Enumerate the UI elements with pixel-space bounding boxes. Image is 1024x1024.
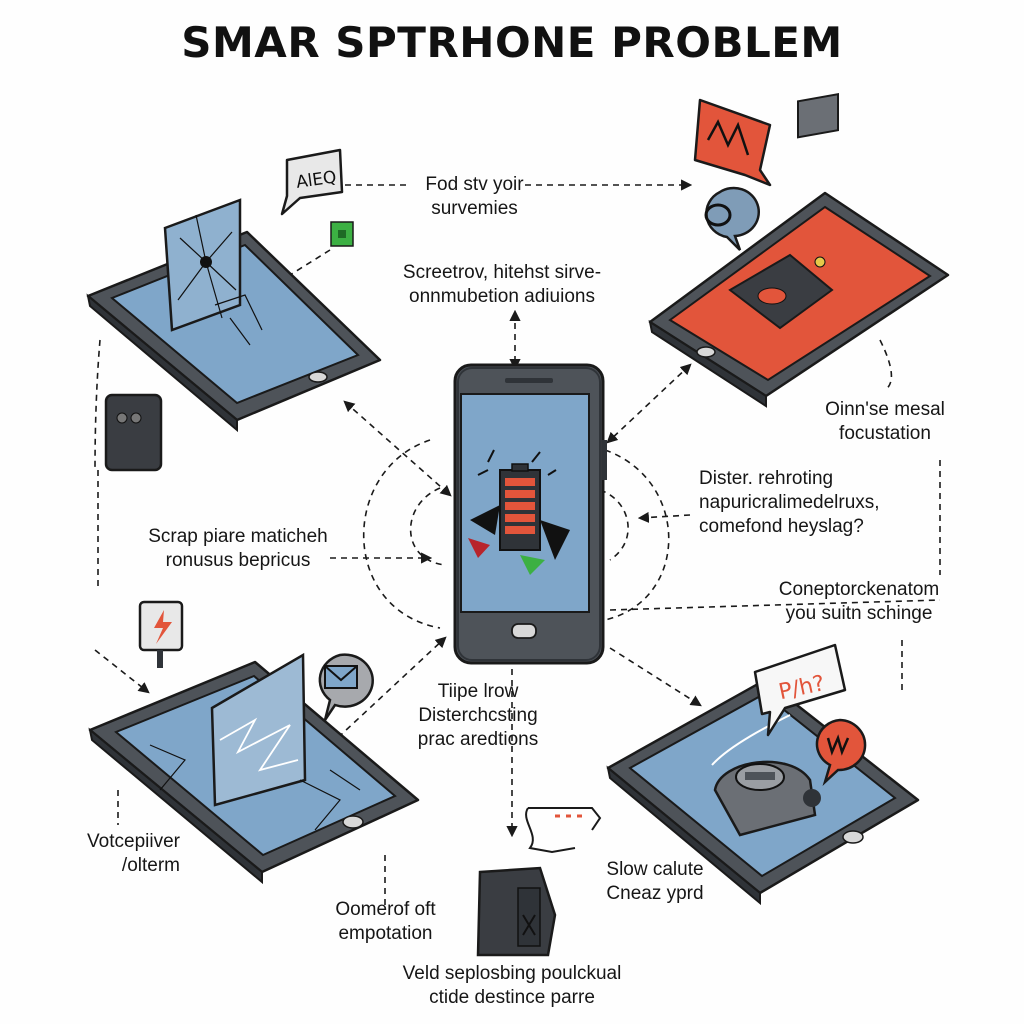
label-line: prac aredtions xyxy=(417,729,539,750)
mail-bubble-icon xyxy=(318,653,374,721)
warning-bubble-icon xyxy=(815,718,867,786)
connector-right-bend xyxy=(879,339,893,391)
label-line: Fod stv yoir xyxy=(425,174,524,195)
label-line: comefond heyslag? xyxy=(699,516,864,537)
phone-center xyxy=(453,363,607,665)
label-line: Coneptorckenatom xyxy=(778,579,940,600)
connector-left-vertical xyxy=(94,339,101,471)
label-line: Dister. rehroting xyxy=(699,468,834,489)
connector-top-right-phone xyxy=(606,363,692,444)
connector-arc-left-outer xyxy=(362,439,441,629)
label-line: Scrap piare maticheh xyxy=(148,526,328,547)
label-line: Screetrov, hitehst sirve- xyxy=(402,262,602,283)
connector-bottom-right-phone xyxy=(609,647,702,707)
label-upper-center: Screetrov, hitehst sirve- onnmubetion ad… xyxy=(372,261,632,309)
question-bubble-icon: P/h? xyxy=(753,643,847,737)
squiggle-wire-icon xyxy=(525,807,602,854)
label-line: Veld seplosbing poulckual xyxy=(402,963,622,984)
label-line: Votcepiiver xyxy=(87,831,180,852)
green-cube-icon xyxy=(330,221,354,247)
label-top-center: Fod stv yoir survemies xyxy=(392,173,557,221)
power-adapter-icon xyxy=(476,866,557,957)
connector-top-left-phone xyxy=(343,400,452,497)
page-title: SMAR SPTRHONE PROBLEM xyxy=(181,18,843,67)
connector-right-middle xyxy=(637,511,691,524)
label-line: you suitn schinge xyxy=(785,603,933,624)
phone-top-right xyxy=(648,93,950,408)
phone-top-left xyxy=(86,198,382,433)
label-line: ctide destince parre xyxy=(429,987,595,1008)
label-line: Disterchcsting xyxy=(418,705,538,726)
label-bottom-center-left: Oomerof oft empotation xyxy=(318,898,453,946)
connector-arc-left-inner xyxy=(409,487,446,566)
phone-bottom-left xyxy=(88,652,420,885)
battery-pack-icon xyxy=(104,393,163,472)
label-line: empotation xyxy=(338,923,433,944)
label-line: focustation xyxy=(839,423,931,444)
connector-left-to-bottom-phone xyxy=(94,649,150,694)
label-line: Oomerof oft xyxy=(335,899,436,920)
connector-arc-right-outer xyxy=(604,449,670,621)
battery-icon xyxy=(468,449,570,575)
connector-arc-right-inner xyxy=(599,489,629,561)
connector-right-lower xyxy=(609,599,941,611)
label-bottom: Veld seplosbing poulckual ctide destince… xyxy=(362,962,662,1010)
label-bottom-right: Slow calute Cneaz yprd xyxy=(580,858,730,906)
label-line: Cneaz yprd xyxy=(606,883,704,904)
label-line: Slow calute xyxy=(606,859,704,880)
label-right-middle: Dister. rehroting napuricralimedelruxs, … xyxy=(699,467,934,539)
target-bubble-icon xyxy=(704,186,760,251)
label-right-upper: Oinn'se mesal focustation xyxy=(800,398,970,446)
label-left-middle: Scrap piare maticheh ronusus bepricus xyxy=(128,525,348,573)
alert-chat-icon xyxy=(693,98,772,187)
label-line: Tiipe lrow xyxy=(437,681,519,702)
label-line: Oinn'se mesal xyxy=(825,399,945,420)
label-right-lower: Coneptorckenatom you suitn schinge xyxy=(770,578,948,626)
label-line: napuricralimedelruxs, xyxy=(699,492,880,513)
label-center-lower: Tiipe lrow Disterchcsting prac aredtions xyxy=(398,680,558,752)
connector-green-box xyxy=(289,249,331,276)
phone-bottom-right xyxy=(606,678,920,906)
chat-bubble-icon: AlEQ xyxy=(280,148,344,216)
label-line: /olterm xyxy=(121,855,180,876)
label-line: survemies xyxy=(431,198,518,219)
label-line: ronusus bepricus xyxy=(165,550,311,571)
connector-bottom-left-phone xyxy=(328,636,447,747)
label-line: onnmubetion adiuions xyxy=(409,286,595,307)
label-bottom-left: Votcepiiver /olterm xyxy=(60,830,180,878)
charging-sign-icon xyxy=(138,600,184,668)
